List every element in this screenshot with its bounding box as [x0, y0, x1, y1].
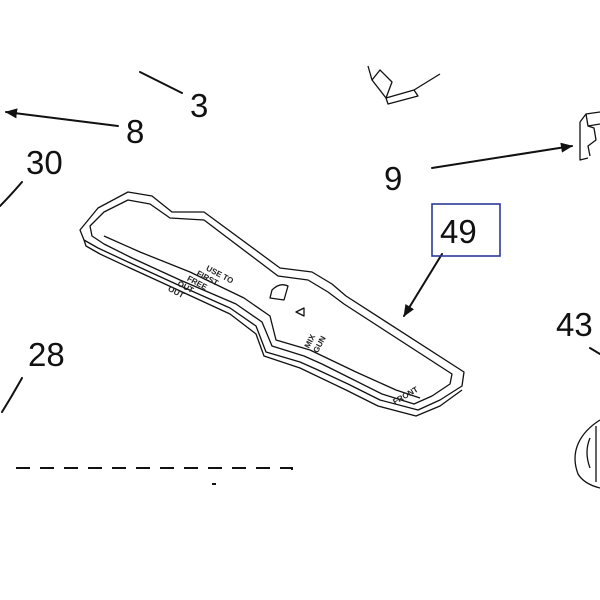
leader-line-9: [431, 142, 573, 169]
bracket-part-top: [367, 65, 441, 105]
leader-line-3: [139, 71, 183, 94]
dashed-reference-box: [16, 467, 293, 485]
callout-28: 28: [28, 336, 65, 373]
callout-3: 3: [190, 87, 208, 124]
callout-8: 8: [126, 113, 144, 150]
callout-9: 9: [384, 160, 402, 197]
leader-line-8: [5, 108, 119, 127]
fitting-part-43: [574, 419, 600, 489]
callout-30: 30: [26, 144, 63, 181]
leader-line-43: [589, 347, 600, 355]
drip-tray-part-49: USE TO FIRST FREE OUT OUT MIX GUN FRONT: [79, 191, 465, 417]
callout-49: 49: [440, 213, 477, 250]
leader-line-49: [403, 253, 443, 317]
clip-part-9: [579, 111, 600, 161]
callout-43: 43: [556, 306, 593, 343]
leader-line-28: [1, 377, 23, 413]
callout-49-highlight-box: [431, 203, 501, 257]
leader-line-30: [0, 181, 23, 207]
